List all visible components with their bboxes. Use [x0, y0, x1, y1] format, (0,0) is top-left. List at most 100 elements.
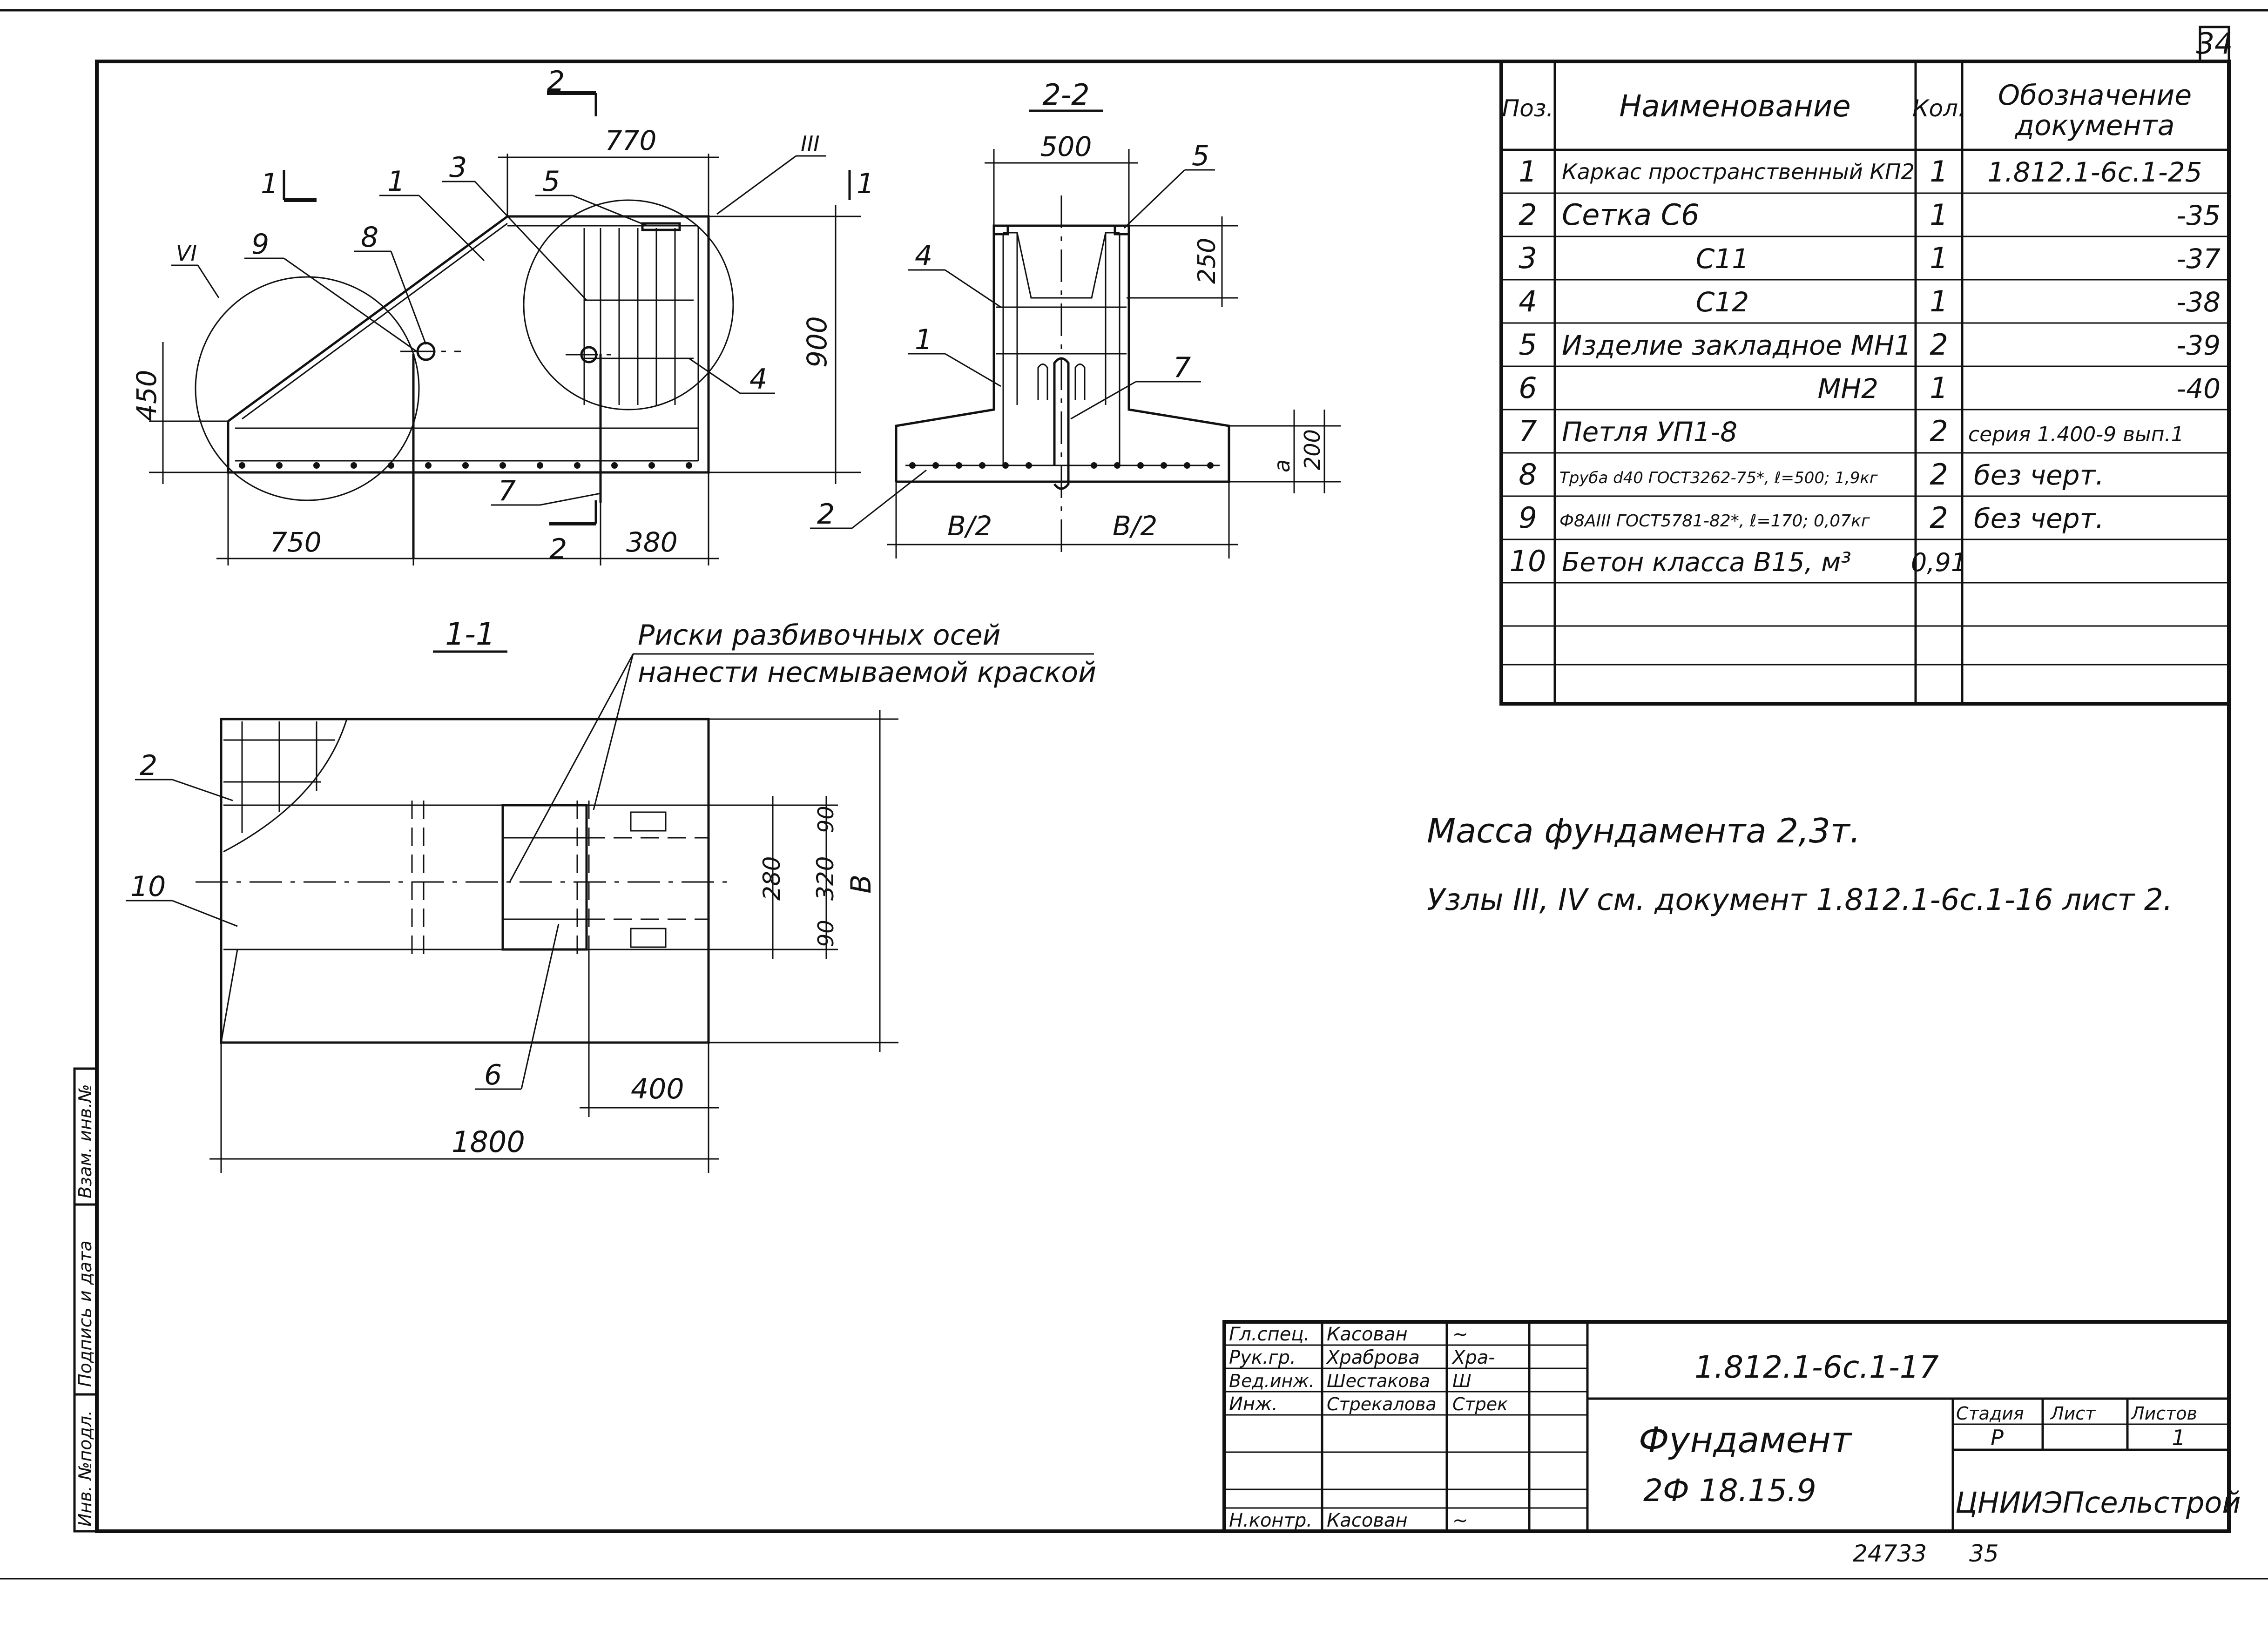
- elevation-view: 770 900 450 750 380 III VI 1 1 2 2: [131, 65, 874, 565]
- lifting-loop: [1053, 357, 1070, 490]
- spec-table: Поз. Наименование Кол. Обозначение докум…: [1499, 60, 2231, 706]
- row-6-doc: -40: [2176, 373, 2221, 404]
- title-line1: Фундамент: [1639, 1419, 1853, 1461]
- dim-90-top: 90: [813, 806, 838, 833]
- callout-5-section: 5: [1192, 140, 1209, 172]
- row-4-doc: -38: [2176, 286, 2221, 318]
- row-10-qty: 0,91: [1911, 548, 1967, 577]
- sig-sign-4: Стрек: [1452, 1394, 1508, 1414]
- dim-280: 280: [758, 856, 785, 901]
- callout-1: 1: [387, 165, 405, 198]
- note-risks-line2: нанести несмываемой краской: [638, 656, 1096, 689]
- callout-6-plan: 6: [484, 1059, 502, 1091]
- dim-750: 750: [270, 526, 322, 558]
- dim-90-bottom: 90: [813, 920, 838, 947]
- header-doc-line1: Обозначение: [1998, 79, 2192, 112]
- note-nodes: Узлы III, IV см. документ 1.812.1-6с.1-1…: [1427, 883, 2173, 917]
- sig-role-2: Рук.гр.: [1229, 1347, 1296, 1368]
- row-6-pos: 6: [1519, 371, 1537, 405]
- row-7-doc: серия 1.400-9 вып.1: [1968, 423, 2184, 446]
- stamp-sign-label: Подпись и дата: [75, 1240, 95, 1387]
- row-1-pos: 1: [1519, 155, 1537, 188]
- section-mark-1-right: 1: [857, 168, 874, 200]
- header-pos: Поз.: [1502, 95, 1554, 122]
- dim-250: 250: [1193, 238, 1221, 284]
- node-circle-iii: [523, 199, 734, 411]
- dim-320: 320: [812, 856, 839, 901]
- dim-b: B: [845, 875, 878, 894]
- sig-name-2: Храброва: [1326, 1347, 1420, 1368]
- sheet-number: 34: [2196, 27, 2233, 61]
- node-label-vi: VI: [176, 241, 197, 266]
- callout-2-section: 2: [817, 498, 835, 531]
- row-2-pos: 2: [1519, 198, 1537, 232]
- sig-name-1: Касован: [1327, 1324, 1408, 1345]
- sig-name-7: Касован: [1327, 1510, 1408, 1531]
- sig-sign-7: ~: [1452, 1510, 1468, 1531]
- row-8-pos: 8: [1519, 458, 1537, 491]
- row-3-qty: 1: [1930, 241, 1948, 275]
- row-9-doc: без черт.: [1974, 503, 2104, 534]
- row-9-qty: 2: [1930, 501, 1948, 535]
- stamp-inv-label: Инв. №подл.: [75, 1410, 95, 1527]
- callout-3: 3: [449, 151, 467, 184]
- dim-400: 400: [631, 1073, 684, 1105]
- archive-page: 35: [1969, 1540, 1999, 1567]
- sheets-value: 1: [2172, 1425, 2185, 1450]
- plan-outline: [220, 718, 710, 1044]
- dim-380: 380: [626, 526, 678, 558]
- callout-10-plan: 10: [130, 870, 166, 903]
- row-8-qty: 2: [1930, 458, 1948, 491]
- row-2-name: Сетка С6: [1562, 198, 1699, 232]
- node-label-iii: III: [801, 131, 820, 156]
- row-6-name: МН2: [1817, 373, 1878, 404]
- section-mark-1-left: 1: [261, 168, 278, 200]
- callout-7: 7: [498, 475, 516, 507]
- doc-code: 1.812.1-6с.1-17: [1694, 1349, 1939, 1385]
- row-3-pos: 3: [1519, 241, 1537, 275]
- stage-value: Р: [1991, 1425, 2004, 1450]
- sheet-frame: [95, 60, 2231, 1533]
- sig-role-7: Н.контр.: [1229, 1510, 1312, 1531]
- stage-label: Стадия: [1956, 1403, 2024, 1424]
- rebar-dots: [239, 462, 692, 469]
- row-2-doc: -35: [2176, 200, 2221, 231]
- dim-b-half-left: B/2: [947, 510, 992, 542]
- callout-4-section: 4: [915, 240, 932, 272]
- dim-450: 450: [131, 370, 162, 421]
- sig-name-4: Стрекалова: [1327, 1394, 1437, 1414]
- stamp-replace-label: Взам. инв.№: [75, 1084, 95, 1198]
- row-5-doc: -39: [2176, 330, 2221, 361]
- row-8-doc: без черт.: [1974, 459, 2104, 491]
- callout-5: 5: [542, 165, 560, 198]
- title-line2: 2Ф 18.15.9: [1643, 1473, 1816, 1508]
- row-8-name: Труба d40 ГОСТ3262-75*, ℓ=500; 1,9кг: [1559, 469, 1878, 487]
- sig-sign-1: ~: [1452, 1324, 1468, 1345]
- callout-7-section: 7: [1173, 351, 1191, 384]
- header-qty: Кол.: [1912, 95, 1965, 122]
- organization: ЦНИИЭПсельстрой: [1955, 1486, 2241, 1520]
- row-4-name: С12: [1696, 286, 1749, 318]
- row-7-qty: 2: [1930, 414, 1948, 448]
- elevation-outline: [227, 215, 710, 474]
- note-risks-line1: Риски разбивочных осей: [638, 619, 1001, 652]
- sig-role-3: Вед.инж.: [1229, 1371, 1315, 1391]
- row-9-pos: 9: [1519, 501, 1537, 535]
- dim-b-half-right: B/2: [1113, 510, 1157, 542]
- sig-role-1: Гл.спец.: [1229, 1324, 1310, 1345]
- callout-4: 4: [749, 363, 767, 396]
- sheets-label: Листов: [2130, 1403, 2197, 1424]
- note-mass: Масса фундамента 2,3т.: [1427, 811, 1861, 850]
- dim-770: 770: [605, 125, 657, 156]
- row-3-name: С11: [1696, 243, 1749, 275]
- row-7-name: Петля УП1-8: [1562, 416, 1737, 448]
- row-9-name: Ф8АIII ГОСТ5781-82*, ℓ=170; 0,07кг: [1559, 512, 1870, 531]
- row-7-pos: 7: [1519, 414, 1537, 448]
- section-1-1-title: 1-1: [445, 616, 495, 652]
- section-2-2-title: 2-2: [1042, 78, 1089, 112]
- row-2-qty: 1: [1930, 198, 1948, 232]
- dim-200: 200: [1300, 429, 1325, 470]
- callout-8: 8: [361, 221, 378, 254]
- header-doc-line2: документа: [2014, 109, 2174, 142]
